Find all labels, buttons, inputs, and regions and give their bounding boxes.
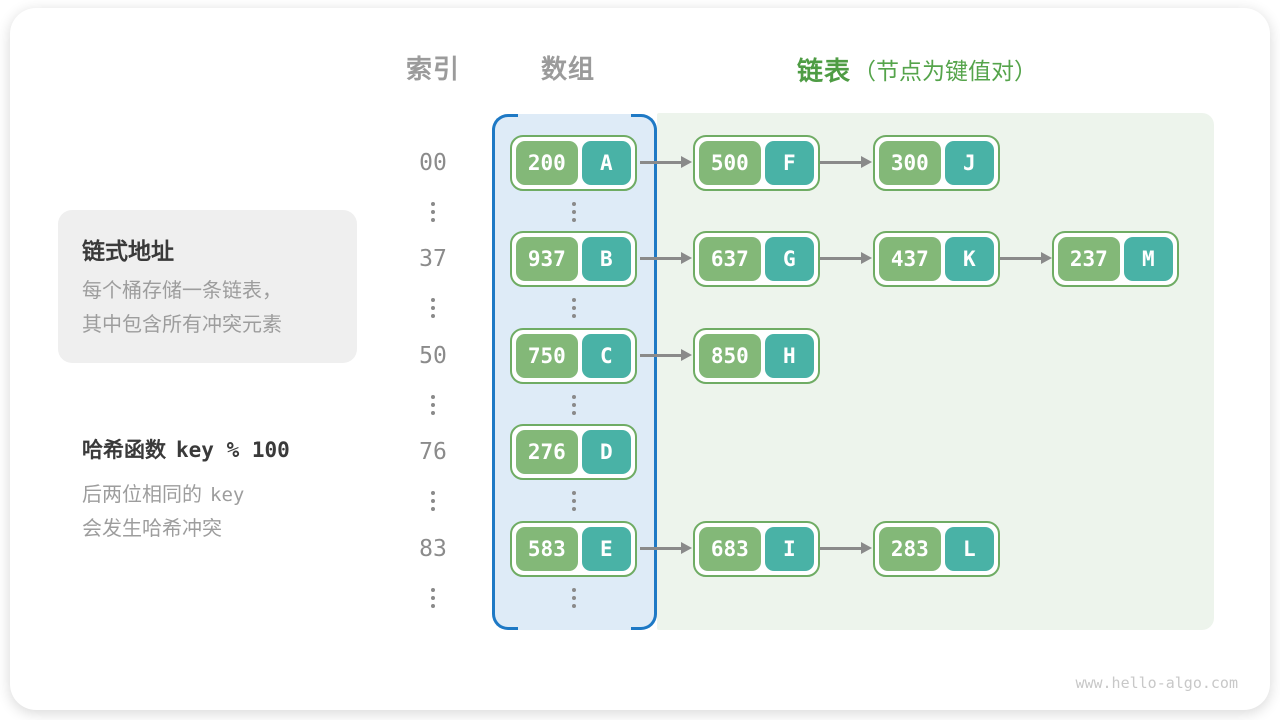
vertical-ellipsis	[568, 588, 580, 608]
kv-node-bucket: 200 A	[510, 135, 637, 191]
kv-node: 283 L	[873, 521, 1000, 577]
kv-node-bucket: 276 D	[510, 424, 637, 480]
node-value: H	[764, 334, 814, 378]
pointer-arrow	[640, 156, 692, 168]
vertical-ellipsis	[568, 491, 580, 511]
node-value: G	[764, 237, 814, 281]
pointer-arrow	[820, 252, 872, 264]
node-key: 683	[699, 527, 761, 571]
node-key: 283	[879, 527, 941, 571]
node-key: 637	[699, 237, 761, 281]
pointer-arrow	[640, 252, 692, 264]
header-index: 索引	[405, 54, 460, 84]
node-key: 750	[516, 334, 578, 378]
pointer-arrow	[1000, 252, 1052, 264]
vertical-ellipsis	[568, 202, 580, 222]
node-key: 850	[699, 334, 761, 378]
hash-function-title: 哈希函数 key % 100	[82, 434, 290, 464]
vertical-ellipsis	[427, 395, 439, 415]
node-key: 583	[516, 527, 578, 571]
header-linked-list-note: （节点为键值对）	[853, 58, 1038, 84]
callout-title: 链式地址	[82, 238, 174, 264]
array-bracket-right	[631, 114, 657, 630]
site-watermark: www.hello-algo.com	[1075, 674, 1238, 692]
node-value: J	[944, 141, 994, 185]
index-label: 00	[419, 150, 447, 176]
node-key: 437	[879, 237, 941, 281]
kv-node: 683 I	[693, 521, 820, 577]
node-value: A	[581, 141, 631, 185]
vertical-ellipsis	[568, 395, 580, 415]
hash-function-title-cn: 哈希函数	[82, 439, 166, 462]
node-value: B	[581, 237, 631, 281]
pointer-arrow	[640, 542, 692, 554]
hash-note-line-1-cn: 后两位相同的	[82, 484, 202, 506]
vertical-ellipsis	[427, 298, 439, 318]
callout-line-2: 其中包含所有冲突元素	[82, 314, 282, 336]
node-key: 500	[699, 141, 761, 185]
hash-function-formula: key % 100	[176, 438, 290, 462]
hash-note-line-1: 后两位相同的 key	[82, 478, 290, 512]
node-key: 300	[879, 141, 941, 185]
node-key: 200	[516, 141, 578, 185]
index-label: 83	[419, 536, 447, 562]
index-label: 37	[419, 246, 447, 272]
node-key: 237	[1058, 237, 1120, 281]
index-label: 50	[419, 343, 447, 369]
kv-node: 500 F	[693, 135, 820, 191]
kv-node: 437 K	[873, 231, 1000, 287]
header-linked-list-label: 链表	[797, 55, 852, 86]
node-value: I	[764, 527, 814, 571]
vertical-ellipsis	[568, 298, 580, 318]
kv-node: 300 J	[873, 135, 1000, 191]
pointer-arrow	[820, 156, 872, 168]
pointer-arrow	[820, 542, 872, 554]
vertical-ellipsis	[427, 202, 439, 222]
hash-note-line-1-code: key	[210, 484, 245, 506]
kv-node-bucket: 937 B	[510, 231, 637, 287]
kv-node: 237 M	[1052, 231, 1179, 287]
vertical-ellipsis	[427, 491, 439, 511]
node-value: C	[581, 334, 631, 378]
node-key: 937	[516, 237, 578, 281]
kv-node: 637 G	[693, 231, 820, 287]
node-value: K	[944, 237, 994, 281]
node-value: M	[1123, 237, 1173, 281]
header-array: 数组	[540, 54, 595, 84]
chaining-callout-box: 链式地址 每个桶存储一条链表， 其中包含所有冲突元素	[58, 210, 357, 363]
node-value: L	[944, 527, 994, 571]
kv-node-bucket: 750 C	[510, 328, 637, 384]
header-linked-list: 链表 （节点为键值对）	[797, 53, 1038, 86]
node-key: 276	[516, 430, 578, 474]
node-value: F	[764, 141, 814, 185]
array-bracket-left	[492, 114, 518, 630]
node-value: D	[581, 430, 631, 474]
hash-note-line-2: 会发生哈希冲突	[82, 518, 222, 540]
callout-body: 每个桶存储一条链表， 其中包含所有冲突元素	[82, 274, 282, 342]
callout-line-1: 每个桶存储一条链表，	[82, 280, 282, 302]
hash-function-note: 哈希函数 key % 100 后两位相同的 key 会发生哈希冲突	[82, 434, 290, 546]
kv-node: 850 H	[693, 328, 820, 384]
pointer-arrow	[640, 349, 692, 361]
kv-node-bucket: 583 E	[510, 521, 637, 577]
vertical-ellipsis	[427, 588, 439, 608]
index-label: 76	[419, 439, 447, 465]
node-value: E	[581, 527, 631, 571]
